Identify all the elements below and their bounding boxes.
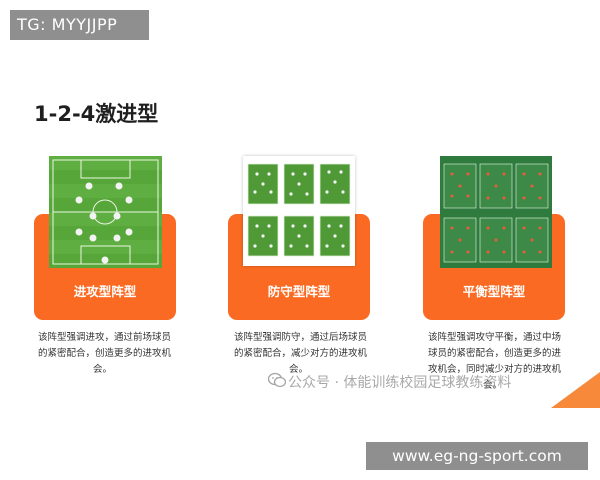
- description-line: 的紧密配合，创造更多的进攻机: [38, 348, 172, 359]
- pitch-grid-diagram: [247, 163, 351, 257]
- pitch-grid-diagram: [440, 156, 552, 268]
- attacking-pitch-image: [49, 156, 162, 268]
- description-line: 的紧密配合，减少对方的进攻机: [234, 348, 368, 359]
- site-url: www.eg-ng-sport.com: [366, 442, 588, 470]
- card-description-attacking: 该阵型强调进攻，通过前场球员 的紧密配合，创造更多的进攻机 会。: [38, 330, 188, 378]
- card-label: 平衡型阵型: [462, 284, 526, 299]
- defensive-pitch-image: [243, 156, 355, 266]
- description-line: 会。: [483, 380, 503, 391]
- description-line: 该阵型强调进攻，通过前场球员: [38, 332, 172, 343]
- description-line: 球员的紧密配合，创造更多的进: [428, 348, 562, 359]
- corner-accent: [551, 372, 600, 408]
- description-line: 会。: [93, 364, 113, 375]
- pitch-diagram: [49, 156, 162, 268]
- tg-label: TG: MYYJJPP: [10, 10, 149, 40]
- card-label: 防守型阵型: [267, 284, 331, 299]
- card-label: 进攻型阵型: [73, 284, 137, 299]
- card-description-balanced: 该阵型强调攻守平衡，通过中场 球员的紧密配合，创造更多的进 攻机会，同时减少对方…: [428, 330, 578, 394]
- page-title: 1-2-4激进型: [34, 102, 159, 126]
- description-line: 该阵型强调攻守平衡，通过中场: [428, 332, 562, 343]
- wechat-icon: [268, 372, 286, 388]
- description-line: 攻机会，同时减少对方的进攻机: [428, 364, 562, 375]
- balanced-pitch-image: [440, 156, 552, 268]
- description-line: 会。: [289, 364, 309, 375]
- description-line: 该阵型强调防守，通过后场球员: [234, 332, 368, 343]
- card-description-defensive: 该阵型强调防守，通过后场球员 的紧密配合，减少对方的进攻机 会。: [234, 330, 384, 378]
- watermark-text: 公众号 · 体能训练校园足球教练资料: [288, 375, 512, 391]
